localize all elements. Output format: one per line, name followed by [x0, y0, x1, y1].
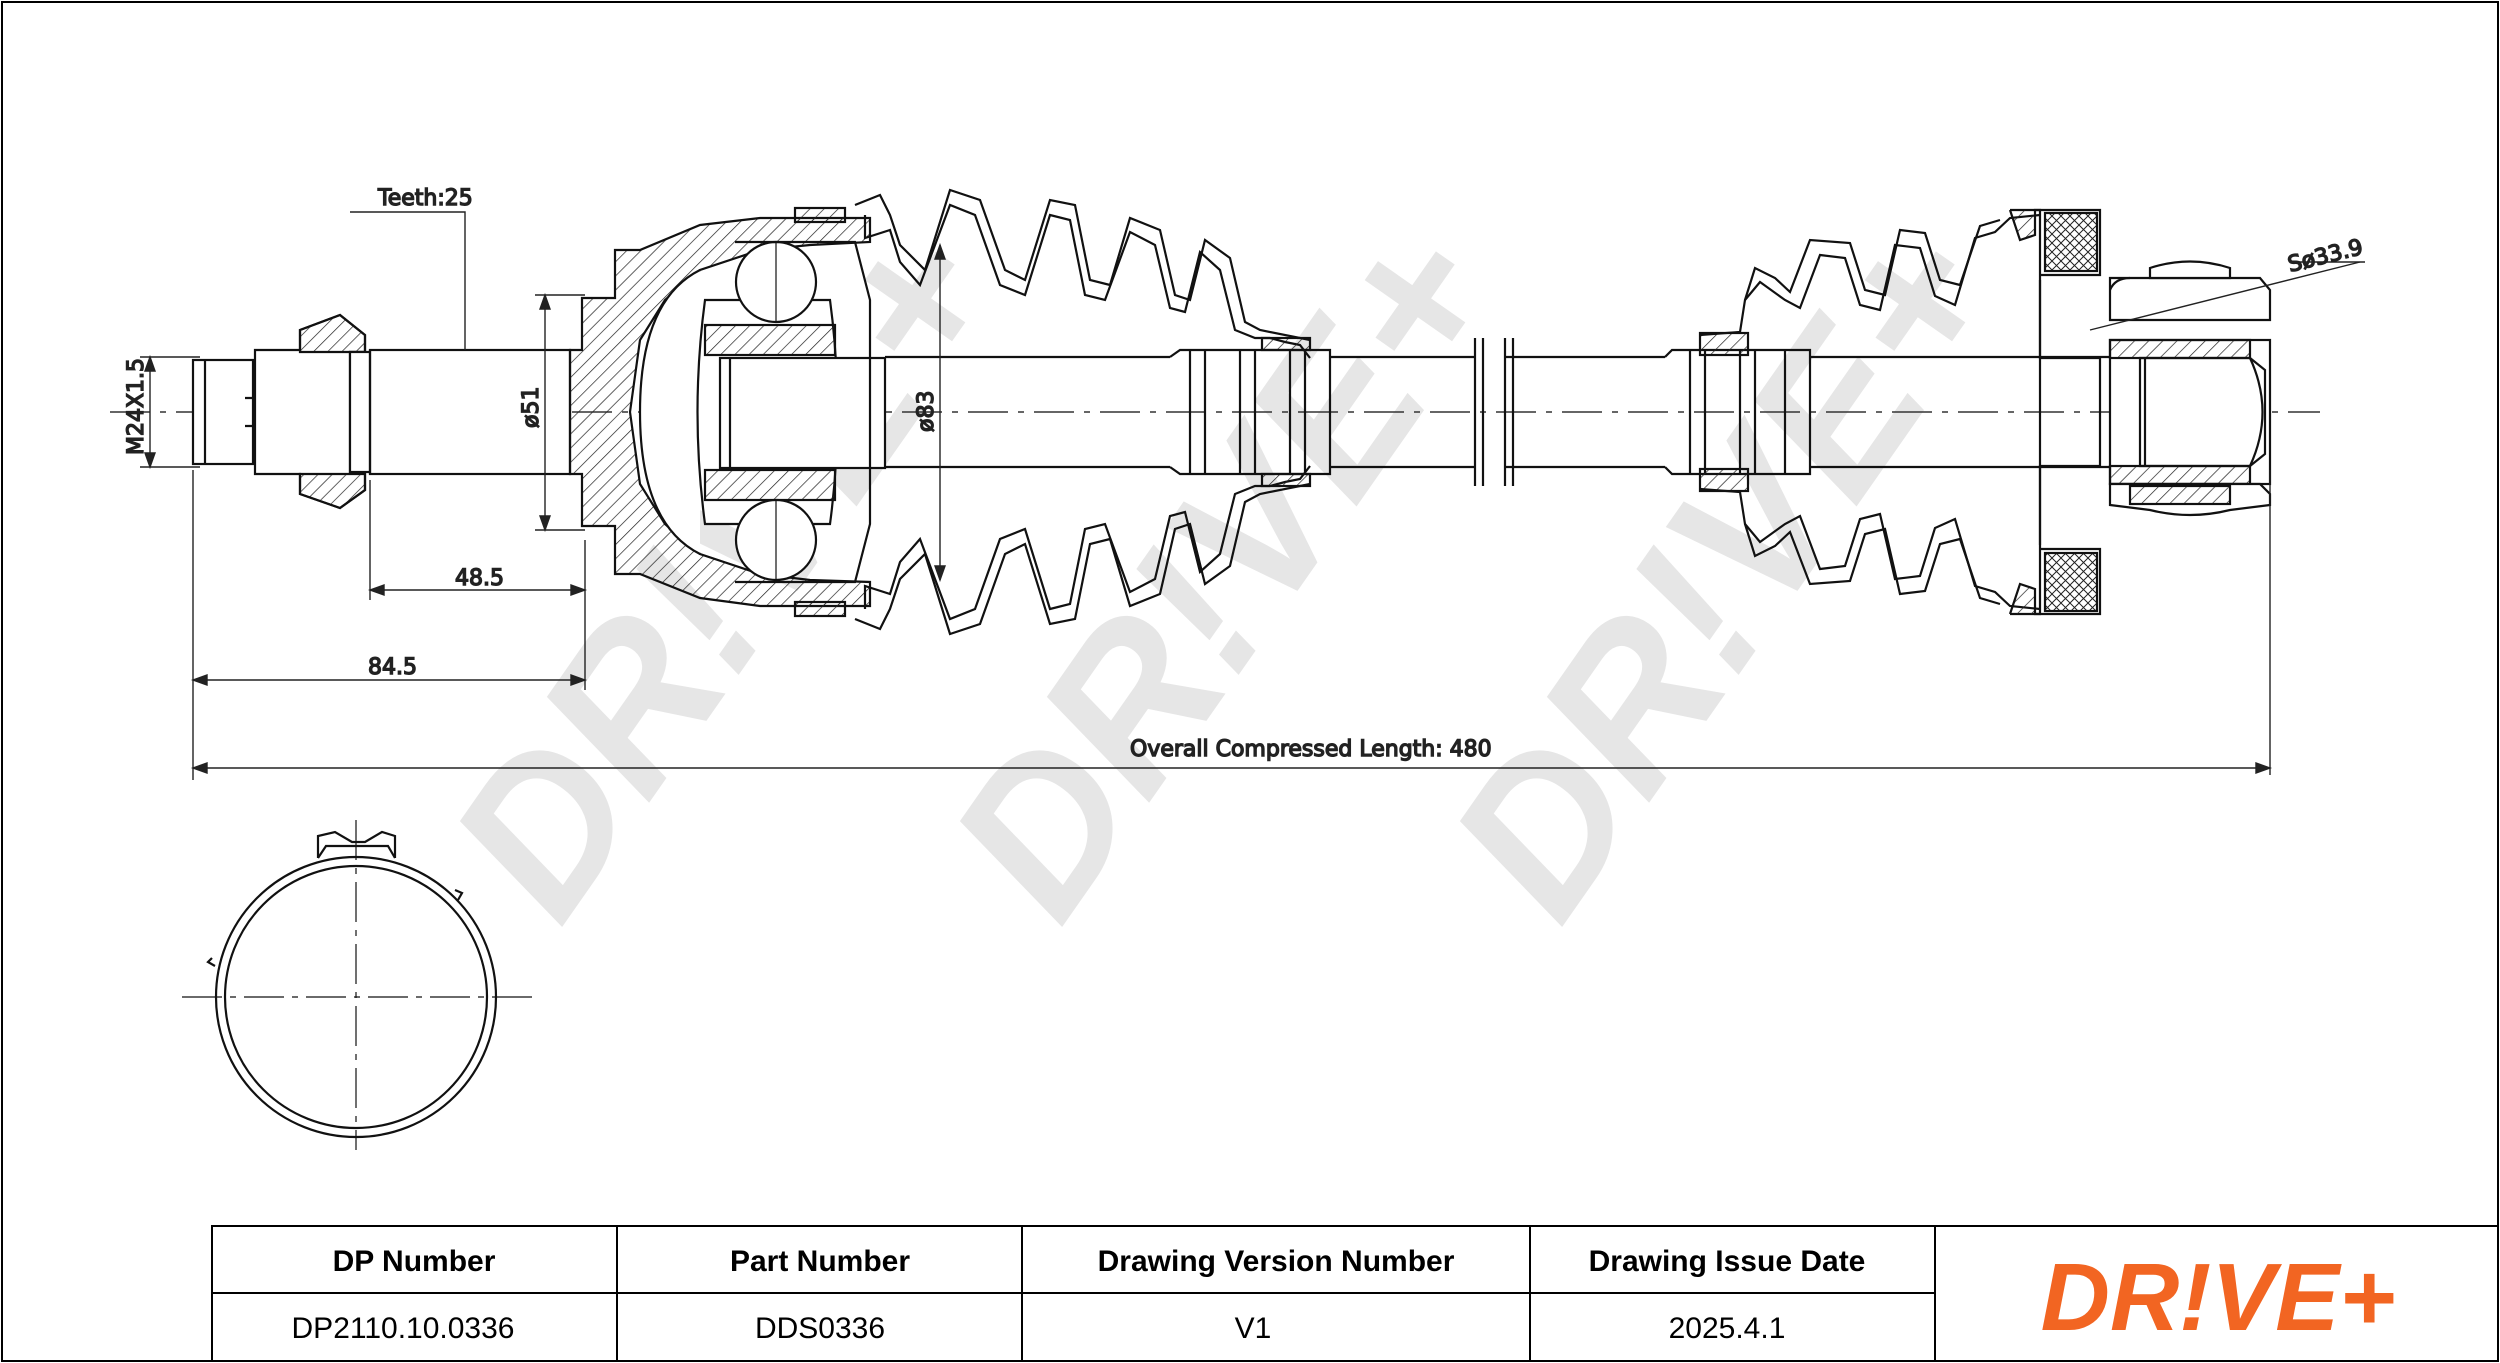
sphere-label: Sø33.9 — [2285, 235, 2365, 278]
value-part-number: DDS0336 — [755, 1312, 885, 1345]
dia-51-label: ø51 — [519, 387, 544, 428]
value-issue-date: 2025.4.1 — [1669, 1312, 1786, 1345]
teeth-label: Teeth:25 — [377, 186, 473, 211]
boot-clamp-outer — [793, 206, 847, 224]
spider — [2108, 338, 2272, 486]
overall-length-label: Overall Compressed Length: 480 — [1130, 737, 1492, 762]
len-84-5-label: 84.5 — [368, 655, 417, 680]
roller — [2108, 276, 2272, 322]
inner-joint — [2008, 208, 2272, 616]
clamp-ear — [316, 830, 397, 858]
header-part-number: Part Number — [730, 1245, 910, 1278]
housing-knurl-top — [2043, 211, 2099, 273]
clamp-outer-ring — [214, 855, 498, 1139]
title-block — [211, 1225, 2499, 1362]
header-issue-date: Drawing Issue Date — [1589, 1245, 1866, 1278]
dimensions: Teeth:25 M24X1.5 ø51 ø83 Sø33.9 48.5 — [123, 185, 2366, 780]
brand-logo: DR!VE+ — [2041, 1244, 2396, 1351]
outer-bell — [568, 216, 872, 608]
value-dp-number: DP2110.10.0336 — [292, 1312, 515, 1345]
inner-boot — [1698, 213, 2041, 611]
header-drawing-version: Drawing Version Number — [1098, 1245, 1455, 1278]
header-dp-number: DP Number — [333, 1245, 496, 1278]
clamp-inner-ring — [223, 864, 489, 1130]
clamp-detail — [182, 820, 535, 1150]
value-drawing-version: V1 — [1235, 1312, 1272, 1345]
thread-label: M24X1.5 — [124, 358, 149, 455]
threaded-stub — [191, 358, 255, 466]
len-48-5-label: 48.5 — [455, 566, 504, 591]
drive-shaft — [885, 338, 2120, 486]
outer-joint — [191, 206, 887, 618]
dia-83-label: ø83 — [914, 391, 939, 432]
outer-boot — [854, 188, 1312, 636]
